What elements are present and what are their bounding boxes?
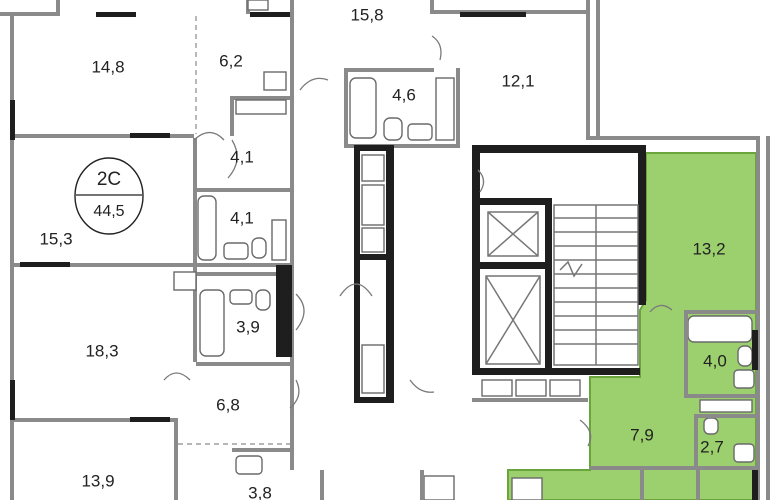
room-area-label: 6,2 bbox=[219, 51, 243, 70]
building-core bbox=[354, 145, 646, 403]
room-labels: 15,8 14,8 6,2 4,6 12,1 4,1 4,1 15,3 13,2… bbox=[39, 5, 726, 500]
door-swings bbox=[163, 35, 673, 447]
upper-middle-walls bbox=[10, 12, 526, 420]
badge-apartment-code: 2С bbox=[97, 169, 121, 190]
room-area-label: 7,9 bbox=[630, 425, 654, 444]
room-area-label: 2,7 bbox=[700, 437, 724, 456]
dashed-partitions bbox=[178, 16, 290, 445]
room-area-label: 12,1 bbox=[501, 71, 534, 90]
room-area-label: 15,8 bbox=[350, 5, 383, 24]
utility-shafts bbox=[361, 154, 581, 397]
bathroom-fixtures bbox=[173, 0, 755, 475]
room-area-label: 18,3 bbox=[85, 341, 118, 360]
interior-walls bbox=[14, 0, 294, 500]
apartment-badge: 2С 44,5 bbox=[74, 157, 144, 235]
room-area-label: 4,1 bbox=[230, 208, 254, 227]
room-area-label: 3,8 bbox=[248, 483, 272, 500]
room-area-label: 13,9 bbox=[81, 471, 114, 490]
room-area-label: 13,2 bbox=[692, 239, 725, 258]
badge-oval bbox=[74, 157, 144, 235]
staircase bbox=[553, 204, 639, 366]
badge-apartment-area: 44,5 bbox=[93, 203, 124, 220]
room-area-label: 4,0 bbox=[703, 351, 727, 370]
room-area-label: 15,3 bbox=[39, 229, 72, 248]
highlighted-interior-walls bbox=[320, 310, 758, 500]
room-area-label: 6,8 bbox=[216, 395, 240, 414]
room-area-label: 3,9 bbox=[236, 317, 260, 336]
room-area-label: 14,8 bbox=[91, 57, 124, 76]
elevator-shafts bbox=[485, 211, 541, 365]
room-area-label: 4,1 bbox=[230, 147, 254, 166]
room-area-label: 4,6 bbox=[392, 85, 416, 104]
